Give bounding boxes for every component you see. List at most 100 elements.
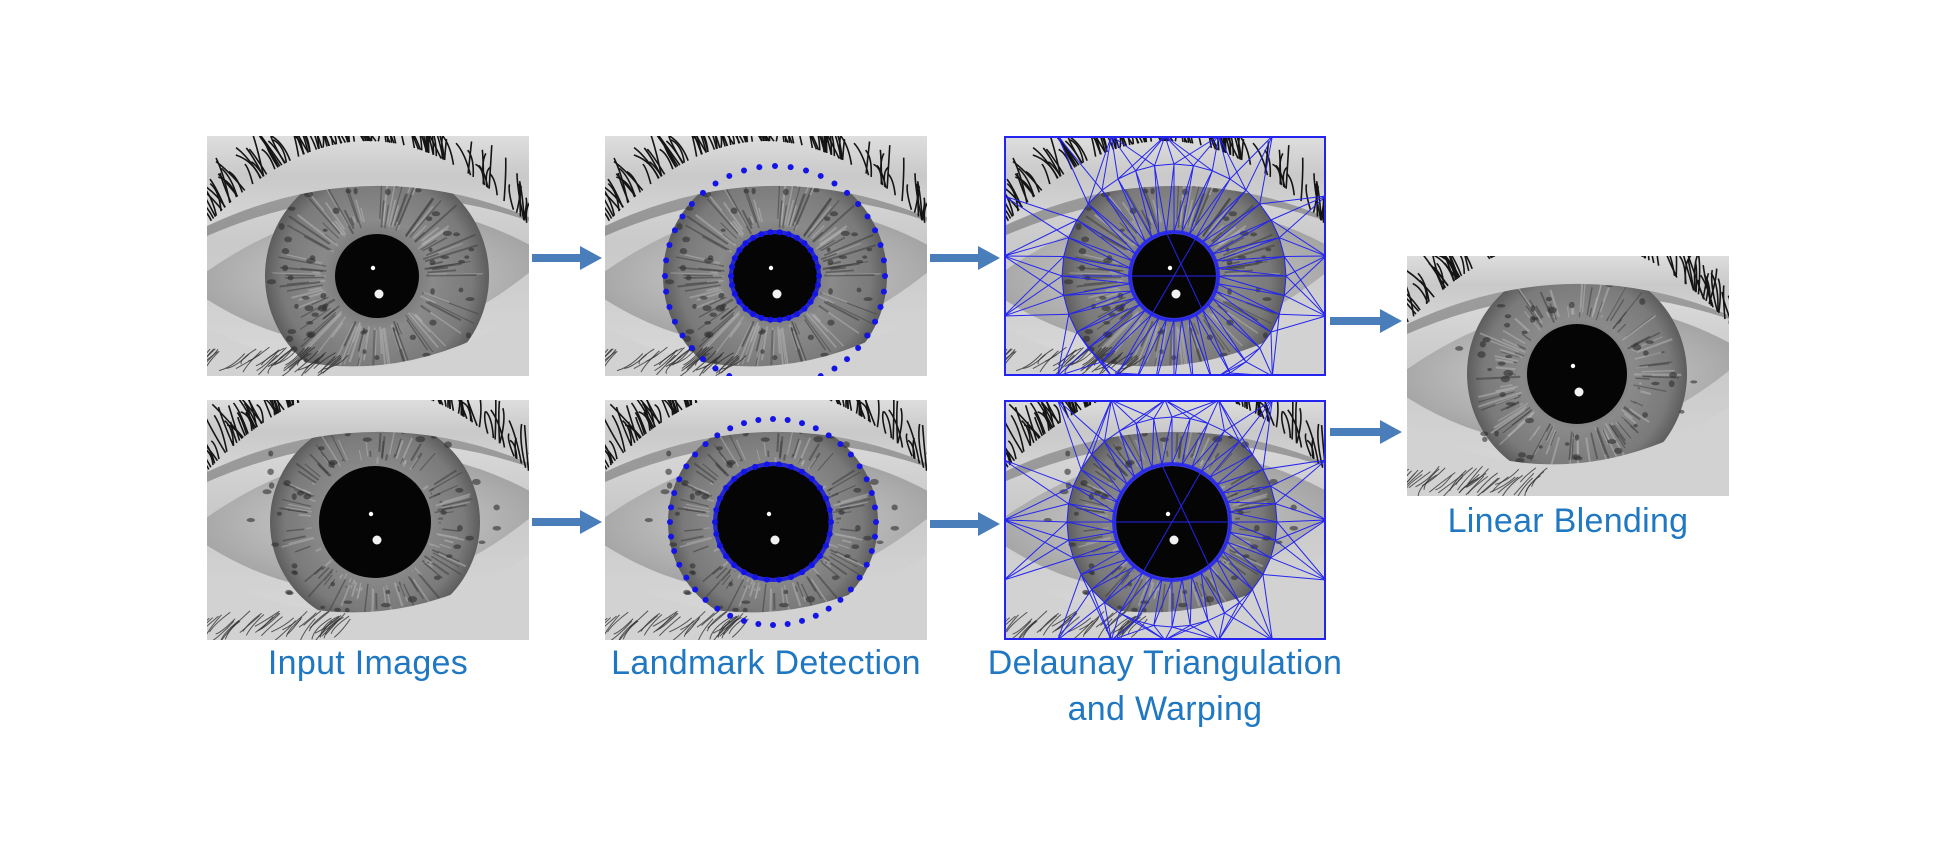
- landmark-dot-iris: [667, 519, 673, 525]
- landmark-dot-iris: [692, 451, 699, 458]
- eye-image-input-bottom: [207, 400, 529, 640]
- eye-image-input-bottom-graphic: [207, 400, 529, 640]
- landmark-dot-iris: [666, 242, 673, 249]
- landmark-dot-iris: [714, 605, 721, 612]
- landmark-dot-iris: [702, 596, 709, 603]
- eye-image-landmark-bottom-graphic: [605, 400, 927, 640]
- caption-landmark-detection: Landmark Detection: [586, 640, 946, 686]
- landmark-dot-iris: [699, 189, 706, 196]
- arrow-landmark-to-delaunay-bottom: [930, 512, 1000, 536]
- eye-image-landmark-top: [605, 136, 927, 376]
- landmark-dot-iris: [812, 612, 819, 619]
- landmark-dot-iris: [856, 574, 863, 581]
- landmark-dot-iris: [877, 242, 884, 249]
- landmark-dot-iris: [683, 574, 690, 581]
- eye-image-input-top-graphic: [207, 136, 529, 376]
- arrow-landmark-to-delaunay-top: [930, 246, 1000, 270]
- landmark-dot-iris: [817, 373, 824, 376]
- eye-image-delaunay-top: [1004, 136, 1326, 376]
- landmark-dot-iris: [880, 288, 887, 295]
- landmark-dot-iris: [872, 318, 879, 325]
- landmark-dot-iris: [872, 227, 879, 234]
- eye-image-blended-graphic: [1407, 256, 1729, 496]
- eye-image-delaunay-bottom-graphic: [1004, 400, 1326, 640]
- caption-linear-blending-line-1: Linear Blending: [1447, 502, 1689, 540]
- landmark-dot-iris: [663, 257, 670, 264]
- landmark-dot-iris: [671, 318, 678, 325]
- landmark-dot-iris: [817, 172, 824, 179]
- landmark-dot-iris: [825, 432, 832, 439]
- landmark-dot-iris: [844, 189, 851, 196]
- landmark-dot-iris: [663, 288, 670, 295]
- eye-image-blended: [1407, 256, 1729, 496]
- landmark-dot-iris: [712, 180, 719, 187]
- landmark-dot-iris: [831, 180, 838, 187]
- landmark-dot-iris: [726, 172, 733, 179]
- landmark-dot-iris: [831, 365, 838, 372]
- landmark-dot-iris: [868, 489, 875, 496]
- landmark-dot-iris: [871, 504, 878, 511]
- caption-delaunay-triangulation: Delaunay Triangulation and Warping: [955, 640, 1375, 732]
- landmark-dot-iris: [679, 213, 686, 220]
- landmark-dot-iris: [837, 596, 844, 603]
- landmark-dot-iris: [856, 463, 863, 470]
- landmark-dot-iris: [671, 489, 678, 496]
- landmark-dot-iris: [770, 416, 776, 422]
- landmark-dot-iris: [844, 356, 851, 363]
- landmark-dot-iris: [837, 441, 844, 448]
- landmark-dot-iris: [702, 441, 709, 448]
- landmark-dot-iris: [847, 586, 854, 593]
- landmark-dot-iris: [727, 612, 734, 619]
- landmark-dot-iris: [812, 425, 819, 432]
- landmark-dot-iris: [863, 476, 870, 483]
- caption-input-images: Input Images: [207, 640, 529, 686]
- arrow-delaunay-to-blend-top: [1330, 309, 1402, 333]
- landmark-dot-iris: [699, 356, 706, 363]
- landmark-dot-iris: [871, 533, 878, 540]
- caption-linear-blending: Linear Blending: [1407, 498, 1729, 544]
- arrow-input-to-landmark-bottom: [532, 510, 602, 534]
- caption-delaunay-line-2: and Warping: [1067, 690, 1263, 728]
- landmark-dot-iris: [855, 200, 862, 207]
- landmark-dot-iris: [676, 561, 683, 568]
- landmark-dot-iris: [882, 273, 888, 279]
- landmark-dot-iris: [740, 617, 747, 624]
- landmark-dot-iris: [799, 420, 806, 427]
- landmark-dot-iris: [662, 273, 668, 279]
- landmark-dot-iris: [726, 373, 733, 376]
- landmark-dot-iris: [802, 167, 809, 174]
- eye-image-input-top: [207, 136, 529, 376]
- landmark-dot-iris: [787, 164, 794, 171]
- landmark-dot-iris: [671, 227, 678, 234]
- landmark-dot-iris: [727, 425, 734, 432]
- landmark-dot-iris: [863, 561, 870, 568]
- landmark-dot-iris: [671, 548, 678, 555]
- landmark-dot-iris: [666, 303, 673, 310]
- landmark-dot-iris: [772, 163, 778, 169]
- landmark-dot-iris: [688, 345, 695, 352]
- landmark-dot-iris: [668, 533, 675, 540]
- landmark-dot-iris: [873, 519, 879, 525]
- landmark-dot-iris: [864, 213, 871, 220]
- landmark-dot-iris: [877, 303, 884, 310]
- landmark-dot-iris: [855, 345, 862, 352]
- caption-input-images-line-1: Input Images: [267, 644, 469, 682]
- landmark-dot-iris: [668, 504, 675, 511]
- eye-image-delaunay-top-graphic: [1004, 136, 1326, 376]
- landmark-dot-iris: [714, 432, 721, 439]
- eye-image-landmark-bottom: [605, 400, 927, 640]
- eye-image-delaunay-bottom: [1004, 400, 1326, 640]
- landmark-dot-iris: [755, 620, 762, 627]
- landmark-dot-iris: [683, 463, 690, 470]
- landmark-dot-iris: [755, 417, 762, 424]
- landmark-dot-iris: [847, 451, 854, 458]
- landmark-dot-iris: [741, 167, 748, 174]
- arrow-delaunay-to-blend-bottom: [1330, 420, 1402, 444]
- landmark-dot-iris: [880, 257, 887, 264]
- caption-landmark-detection-line-1: Landmark Detection: [611, 644, 921, 682]
- landmark-dot-iris: [799, 617, 806, 624]
- arrow-input-to-landmark-top: [532, 246, 602, 270]
- landmark-dot-iris: [784, 620, 791, 627]
- eye-image-landmark-top-graphic: [605, 136, 927, 376]
